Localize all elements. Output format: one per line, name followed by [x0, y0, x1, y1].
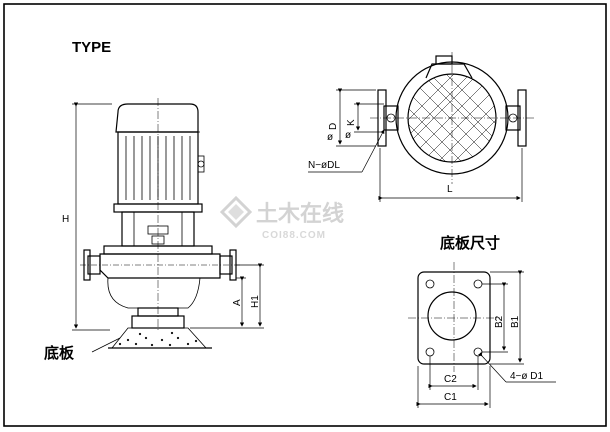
- drawing-frame: [3, 3, 607, 427]
- watermark-logo: 土木在线 COI88.COM: [219, 195, 344, 241]
- label-N-DL: N−øDL: [308, 160, 340, 171]
- dimension-4-D1: 4−ø D1: [478, 352, 556, 383]
- base-plate-view: [408, 262, 500, 372]
- pump-top-view: [370, 52, 534, 184]
- watermark-sub: COI88.COM: [262, 230, 326, 241]
- label-4-D1: 4−ø D1: [510, 371, 544, 382]
- label-D: D: [328, 123, 339, 130]
- label-H: H: [62, 214, 69, 225]
- watermark-text: 土木在线: [256, 201, 344, 227]
- type-title: TYPE: [72, 39, 111, 56]
- pump-front-view: [80, 98, 240, 349]
- dimension-H: H: [62, 102, 112, 331]
- base-plate-leader: [91, 337, 121, 353]
- base-plate-note: 底板: [44, 344, 75, 362]
- label-H1: H1: [250, 295, 261, 308]
- dimension-A: A: [190, 276, 264, 329]
- dimension-C1-C2: C2 C1: [416, 356, 491, 408]
- dimension-D-K: D ø K ø: [327, 88, 384, 147]
- label-C2: C2: [444, 374, 457, 385]
- label-C1: C1: [444, 392, 457, 403]
- base-plate-dims-title: 底板尺寸: [440, 234, 500, 252]
- label-A: A: [232, 299, 243, 306]
- dimension-L: L: [378, 148, 523, 202]
- dimension-H1: H1: [236, 263, 264, 327]
- label-phi-D: ø: [327, 132, 333, 143]
- label-B2: B2: [494, 315, 505, 328]
- label-B1: B1: [510, 315, 521, 328]
- label-K: K: [346, 119, 357, 126]
- label-phi-K: ø: [345, 130, 351, 141]
- dimension-N-DL: N−øDL: [308, 129, 385, 173]
- label-L: L: [447, 184, 453, 195]
- dimension-B1-B2: B2 B1: [482, 270, 524, 365]
